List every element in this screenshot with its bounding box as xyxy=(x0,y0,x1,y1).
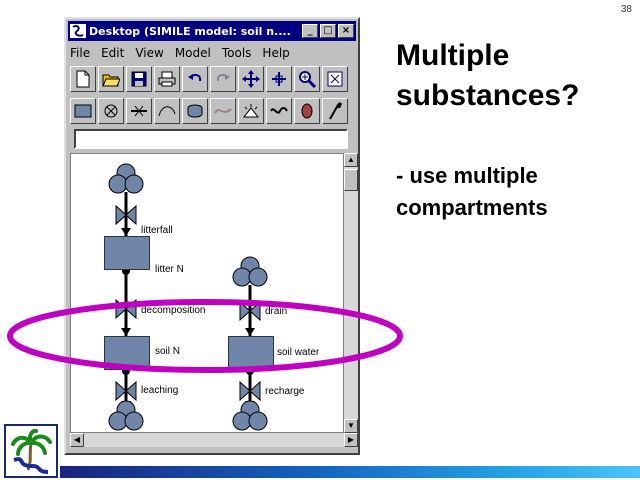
event-tool-button[interactable] xyxy=(238,98,264,124)
resize-icon xyxy=(272,72,286,86)
new-file-button[interactable] xyxy=(70,66,96,92)
save-button[interactable] xyxy=(126,66,152,92)
move-icon xyxy=(242,70,260,88)
undo-icon xyxy=(188,73,202,82)
scroll-up-arrow-icon[interactable]: ▲ xyxy=(344,153,358,167)
compartment-soil-water[interactable] xyxy=(228,336,274,370)
parameter-icon xyxy=(301,103,313,119)
open-button[interactable] xyxy=(98,66,124,92)
compartment-tool-button[interactable] xyxy=(70,98,96,124)
label-litter-n: litter N xyxy=(155,264,184,275)
zoom-icon xyxy=(299,71,316,88)
maximize-button[interactable]: □ xyxy=(320,24,336,38)
decomposition-flow[interactable] xyxy=(115,267,137,336)
open-folder-icon xyxy=(102,74,120,87)
variable-icon xyxy=(270,107,288,114)
label-soil-n: soil N xyxy=(155,346,181,357)
slide-bullet: - use multiple compartments xyxy=(396,163,548,220)
redo-button[interactable] xyxy=(210,66,236,92)
footer-gradient-bar xyxy=(60,466,640,478)
new-file-icon xyxy=(76,70,90,88)
drain-flow[interactable] xyxy=(239,285,261,336)
label-soil-water: soil water xyxy=(277,347,320,358)
redo-icon xyxy=(216,73,230,82)
parameter-tool-button[interactable] xyxy=(294,98,320,124)
variable-tool-button[interactable] xyxy=(266,98,292,124)
print-button[interactable] xyxy=(154,66,180,92)
palm-tree-logo xyxy=(4,424,58,478)
horizontal-scrollbar[interactable]: ◀ ▶ xyxy=(70,433,358,447)
influence-tool-button[interactable] xyxy=(154,98,180,124)
label-leaching: leaching xyxy=(141,385,179,396)
menu-model[interactable]: Model xyxy=(174,46,211,60)
menu-view[interactable]: View xyxy=(135,46,164,60)
menu-help[interactable]: Help xyxy=(262,46,290,60)
move-button[interactable] xyxy=(238,66,264,92)
close-button[interactable]: × xyxy=(338,24,354,38)
main-toolbar xyxy=(70,65,350,93)
model-diagram-canvas[interactable]: litterfall litter N decomposition soil N… xyxy=(70,153,344,433)
label-litterfall: litterfall xyxy=(141,225,173,236)
scroll-down-arrow-icon[interactable]: ▼ xyxy=(344,419,358,433)
print-icon xyxy=(158,71,176,87)
simile-app-icon xyxy=(70,24,86,38)
compartment-soil-n[interactable] xyxy=(104,336,150,370)
slide-number: 38 xyxy=(620,4,632,15)
submodel-tool-button[interactable] xyxy=(182,98,208,124)
zoom-button[interactable] xyxy=(294,66,320,92)
compartment-icon xyxy=(74,104,92,118)
compartment-litter-n[interactable] xyxy=(104,236,150,270)
submodel-icon xyxy=(187,104,203,118)
litterfall-flow[interactable] xyxy=(115,192,137,236)
model-toolbar xyxy=(70,97,350,125)
menu-edit[interactable]: Edit xyxy=(101,46,125,60)
vertical-scrollbar[interactable]: ▲ ▼ xyxy=(344,153,358,433)
undo-button[interactable] xyxy=(182,66,208,92)
minimize-button[interactable]: _ xyxy=(302,24,318,38)
menu-tools[interactable]: Tools xyxy=(221,46,252,60)
equation-input[interactable] xyxy=(74,129,348,149)
event-icon xyxy=(242,104,260,118)
menubar: File Edit View Model Tools Help xyxy=(70,44,354,62)
sink-cloud-right[interactable] xyxy=(232,400,268,431)
simile-window: Desktop (SIMILE model: soil n.... _ □ × … xyxy=(64,17,360,455)
scroll-left-arrow-icon[interactable]: ◀ xyxy=(70,433,84,447)
window-title: Desktop (SIMILE model: soil n.... xyxy=(89,24,291,38)
scroll-right-arrow-icon[interactable]: ▶ xyxy=(344,433,358,447)
source-tool-button[interactable] xyxy=(98,98,124,124)
influence-icon xyxy=(158,106,176,117)
label-drain: drain xyxy=(265,306,288,317)
function-tool-button[interactable] xyxy=(322,98,348,124)
save-icon xyxy=(131,71,147,87)
menu-file[interactable]: File xyxy=(70,46,91,60)
fit-icon xyxy=(327,71,343,87)
wave-tool-button[interactable] xyxy=(210,98,236,124)
label-recharge: recharge xyxy=(265,386,305,397)
flow-tool-button[interactable] xyxy=(126,98,152,124)
resize-button[interactable] xyxy=(266,66,292,92)
source-icon xyxy=(104,104,118,118)
window-titlebar[interactable]: Desktop (SIMILE model: soil n.... _ □ × xyxy=(68,21,356,41)
label-decomposition: decomposition xyxy=(141,305,206,316)
slide-title: Multiple substances? xyxy=(396,39,580,112)
wave-icon xyxy=(214,108,232,114)
sink-cloud-left[interactable] xyxy=(108,400,144,431)
vertical-scroll-thumb[interactable] xyxy=(344,169,358,191)
source-cloud-right[interactable] xyxy=(232,256,268,287)
source-cloud-top[interactable] xyxy=(108,163,144,194)
flow-icon xyxy=(131,105,147,117)
palm-tree-icon xyxy=(6,426,56,476)
fit-button[interactable] xyxy=(322,66,348,92)
function-icon xyxy=(329,102,342,120)
